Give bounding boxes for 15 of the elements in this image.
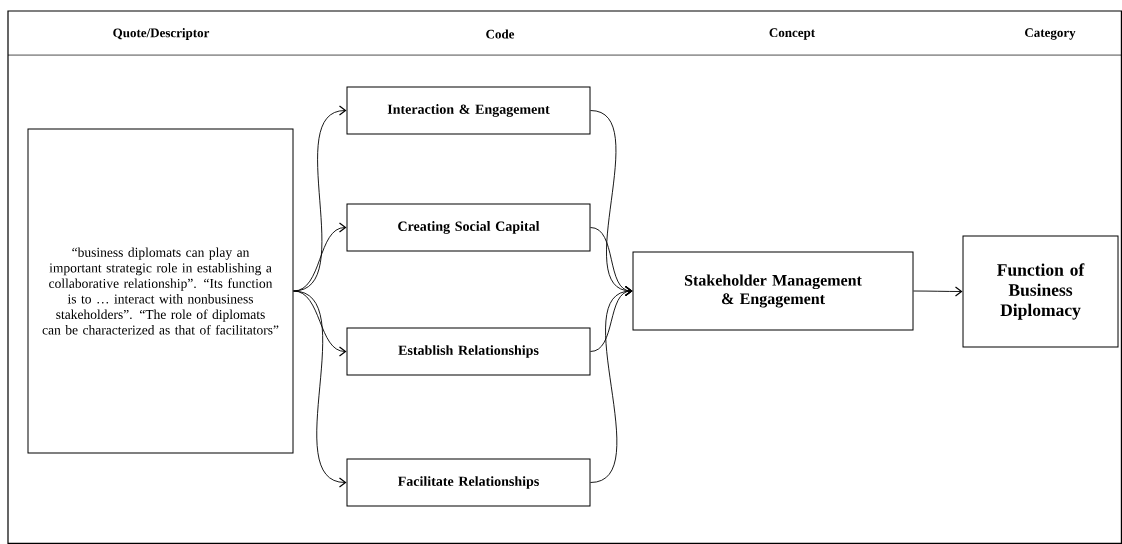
text-box: Function of Business Diplomacy <box>962 235 1119 348</box>
quote-box: “business diplomats can play an important strategic role in establishing a collaborative relationship”. “Its function is to … interact with nonbusiness stakeholders”. “The role of diplomats can be characterized as that of facilitators” <box>27 128 294 454</box>
arrow <box>590 285 633 483</box>
text-box: Interaction & Engagement <box>346 86 591 135</box>
text-box: Facilitate Relationships <box>346 458 591 507</box>
text-box: Creating Social Capital <box>346 203 591 252</box>
arrow <box>293 290 347 488</box>
column-header: Concept <box>769 28 816 40</box>
text-box: Stakeholder Management & Engagement <box>632 251 914 331</box>
text-box: Establish Relationships <box>346 327 591 376</box>
column-header: Code <box>486 29 515 39</box>
column-header: Quote/Descriptor <box>113 28 210 40</box>
arrow <box>913 286 963 297</box>
arrow <box>293 222 347 292</box>
column-header: Category <box>1025 28 1076 40</box>
